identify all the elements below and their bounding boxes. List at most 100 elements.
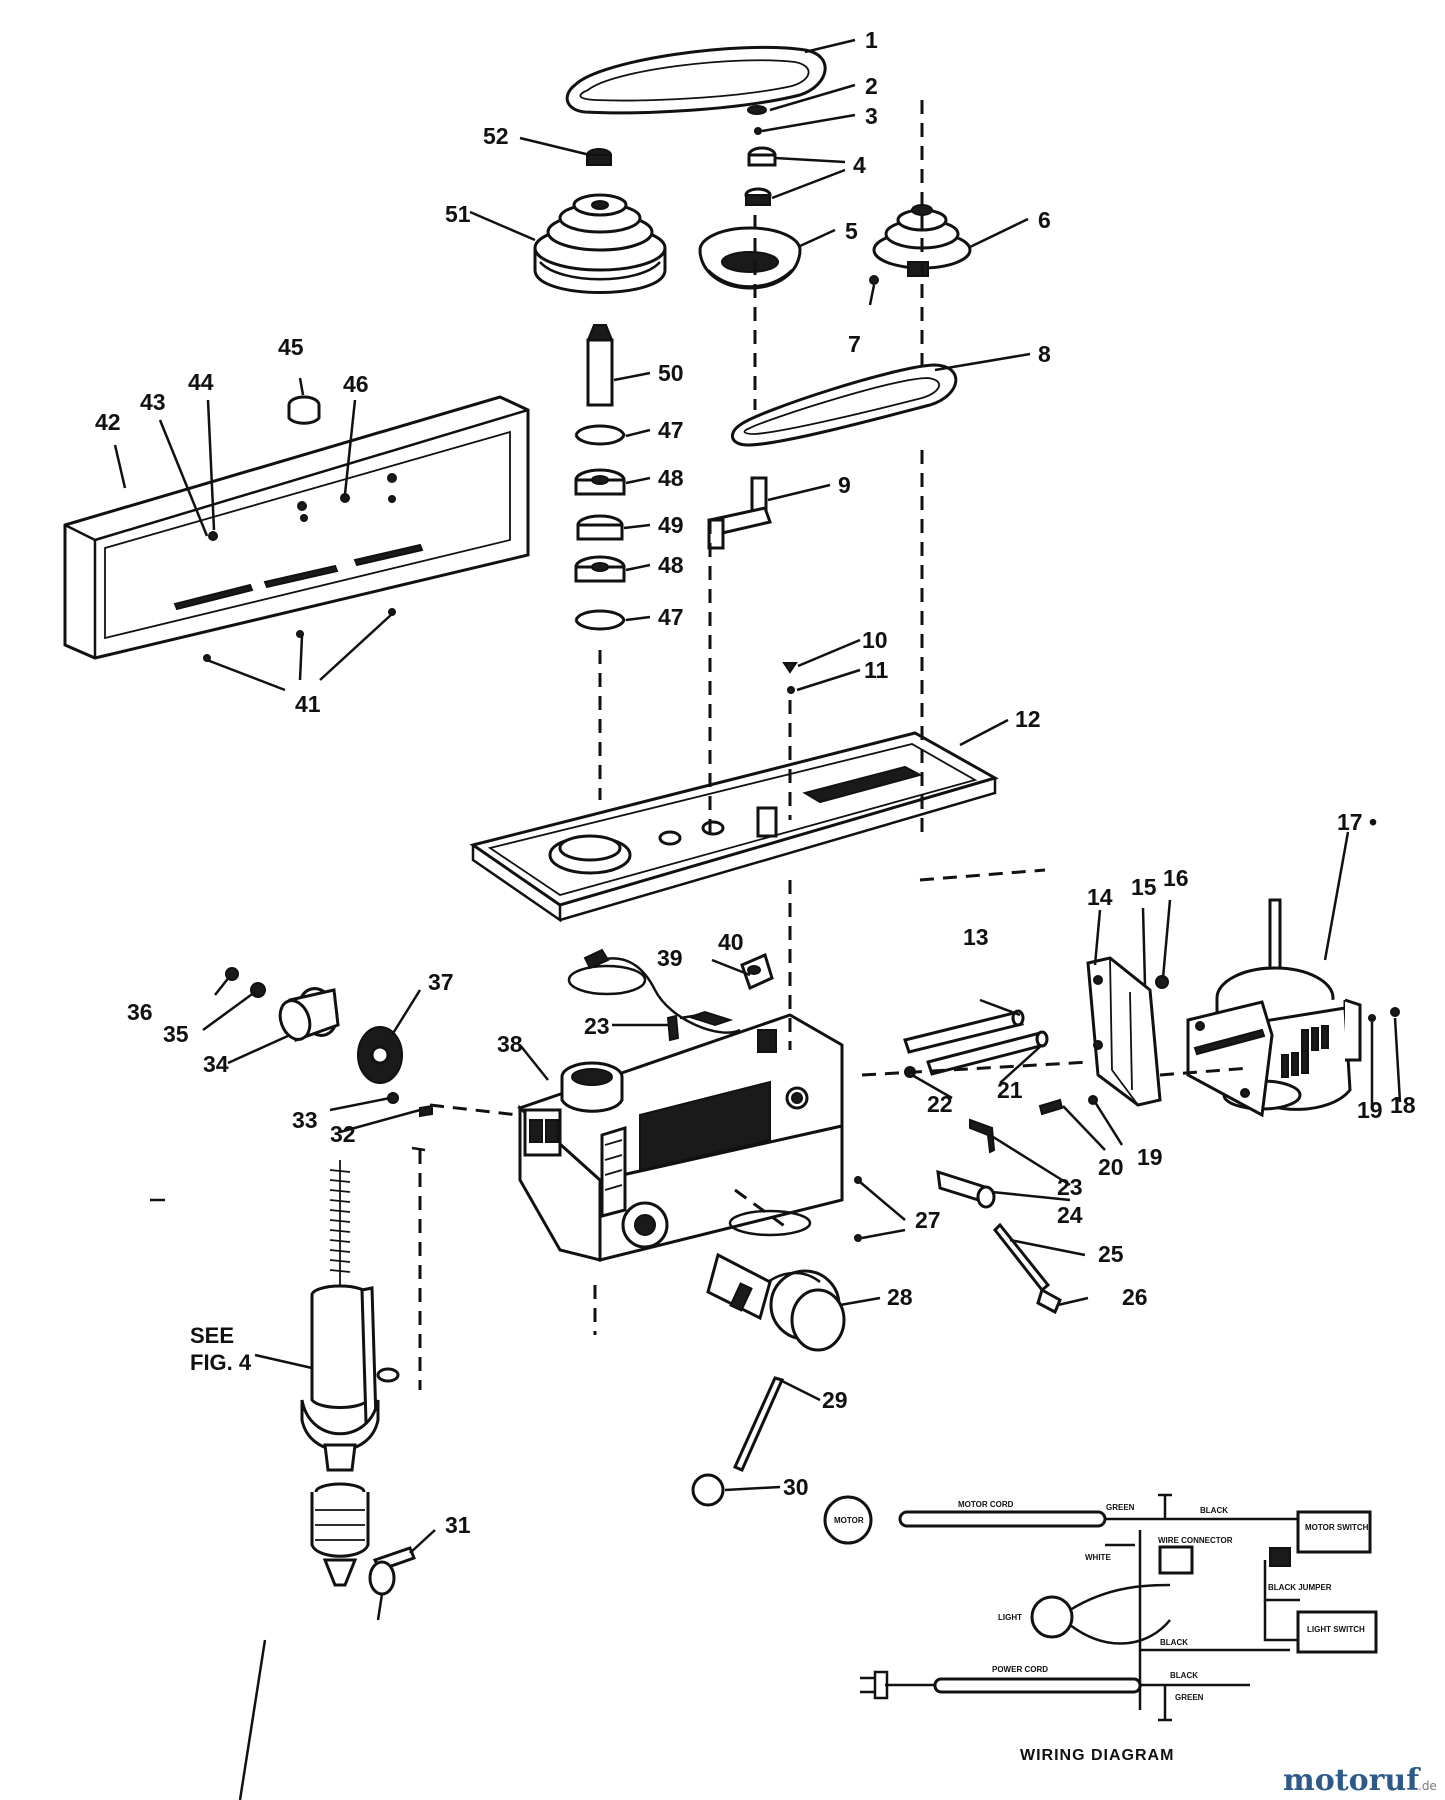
part-label: 22: [927, 1091, 953, 1117]
part-label: 31: [445, 1512, 471, 1538]
part-label: 32: [330, 1121, 356, 1147]
part-label: 33: [292, 1107, 318, 1133]
part-label: 30: [783, 1474, 809, 1500]
part-label: 24: [1057, 1202, 1083, 1228]
see-fig-label: FIG. 4: [190, 1350, 252, 1375]
center-lines: [150, 100, 1251, 1800]
part-labels: 1 2 3 4 5 6 7 8 9 10 11 12 13 14 15 16 1…: [95, 27, 1416, 1538]
part-label: 47: [658, 604, 684, 630]
part-label: 28: [887, 1284, 913, 1310]
part-label: 38: [497, 1031, 523, 1057]
wire-label: BLACK JUMPER: [1268, 1583, 1332, 1592]
part-47-48-49-bearings: [574, 424, 626, 631]
wiring-diagram-title: WIRING DIAGRAM: [1020, 1747, 1174, 1764]
wiring-box-label: MOTOR: [834, 1516, 864, 1525]
part-51-spindle-pulley: [533, 193, 667, 294]
part-label: 48: [658, 465, 684, 491]
part-label: 46: [343, 371, 369, 397]
watermark: motoruf .de: [1283, 1763, 1437, 1798]
part-label: 42: [95, 409, 121, 435]
part-label: 48: [658, 552, 684, 578]
part-label: 35: [163, 1021, 189, 1047]
part-label: 19: [1357, 1097, 1383, 1123]
part-label: 20: [1098, 1154, 1124, 1180]
part-label: 8: [1038, 341, 1051, 367]
part-label: 10: [862, 627, 888, 653]
part-label: 6: [1038, 207, 1051, 233]
part-34-37-pinion-assembly: [225, 967, 433, 1118]
part-28-light-socket: [706, 1252, 846, 1352]
wire-label: BLACK: [1160, 1638, 1188, 1647]
wire-label: POWER CORD: [992, 1665, 1048, 1674]
part-label: 41: [295, 691, 321, 717]
wire-label: WHITE: [1085, 1553, 1111, 1562]
part-label: 9: [838, 472, 851, 498]
watermark-tld: .de: [1418, 1779, 1437, 1793]
part-52-nut: [586, 148, 612, 166]
part-label: 23: [584, 1013, 610, 1039]
watermark-brand: motoruf: [1283, 1763, 1421, 1798]
part-label: 25: [1098, 1241, 1124, 1267]
part-label: 19: [1137, 1144, 1163, 1170]
part-42-belt-guard: [63, 395, 530, 662]
wiring-box-label: LIGHT SWITCH: [1307, 1625, 1365, 1634]
part-label: 45: [278, 334, 304, 360]
part-label: 26: [1122, 1284, 1148, 1310]
part-5-idler-pulley: [698, 226, 802, 290]
part-8-belt: [731, 363, 958, 447]
part-38-head-casting: [517, 1013, 844, 1262]
wire-label: GREEN: [1175, 1693, 1204, 1702]
wire-label: BLACK: [1200, 1506, 1228, 1515]
part-label: 11: [864, 657, 889, 683]
part-45-knob: [287, 395, 321, 425]
part-label: 36: [127, 999, 153, 1025]
part-1-belt: [565, 45, 827, 115]
part-label: 50: [658, 360, 684, 386]
part-label: 1: [865, 27, 878, 53]
part-14-15-16-bracket: [1086, 956, 1169, 1107]
part-31-chuck-key: [368, 1546, 416, 1621]
part-50-shaft: [586, 324, 614, 407]
wiring-box-label: MOTOR SWITCH: [1305, 1523, 1369, 1532]
part-7-setscrew: [869, 275, 879, 285]
part-label: 18: [1390, 1092, 1416, 1118]
part-label: 40: [718, 929, 744, 955]
part-label: 16: [1163, 865, 1189, 891]
part-29-30: [691, 1376, 785, 1507]
part-23-24-25-26: [666, 1014, 1062, 1315]
part-label: 7: [848, 331, 861, 357]
wiring-box-label: LIGHT: [998, 1613, 1022, 1622]
part-12-head-cover: [469, 731, 999, 923]
part-label: 2: [865, 73, 878, 99]
part-13-21-22-rods: [903, 1009, 1049, 1078]
wire-label: BLACK: [1170, 1671, 1198, 1680]
part-2-3-4-small-hardware: [744, 105, 777, 206]
part-label: 37: [428, 969, 454, 995]
wire-label: MOTOR CORD: [958, 1500, 1014, 1509]
part-10-11-screws: [782, 662, 798, 694]
part-39-40-small: [686, 952, 774, 1027]
leader-lines: [113, 38, 1402, 1554]
part-label: 5: [845, 218, 858, 244]
part-label: 51: [445, 201, 471, 227]
part-label: 39: [657, 945, 683, 971]
part-label: 47: [658, 417, 684, 443]
part-label: 23: [1057, 1174, 1083, 1200]
part-label: 27: [915, 1207, 941, 1233]
part-label: 15: [1131, 874, 1157, 900]
part-label: 4: [853, 152, 866, 178]
part-label: 52: [483, 123, 509, 149]
part-label: 12: [1015, 706, 1041, 732]
part-label: 44: [188, 369, 214, 395]
part-label: 3: [865, 103, 878, 129]
wire-label: GREEN: [1106, 1503, 1135, 1512]
part-label: 17 •: [1337, 809, 1377, 835]
part-label: 43: [140, 389, 166, 415]
light-cord: [567, 948, 741, 1034]
wire-label: WIRE CONNECTOR: [1158, 1536, 1233, 1545]
see-fig-label: SEE: [190, 1323, 234, 1348]
part-label: 29: [822, 1387, 848, 1413]
wiring-diagram: MOTOR MOTOR CORD GREEN BLACK MOTOR SWITC…: [823, 1493, 1378, 1764]
part-label: 49: [658, 512, 684, 538]
